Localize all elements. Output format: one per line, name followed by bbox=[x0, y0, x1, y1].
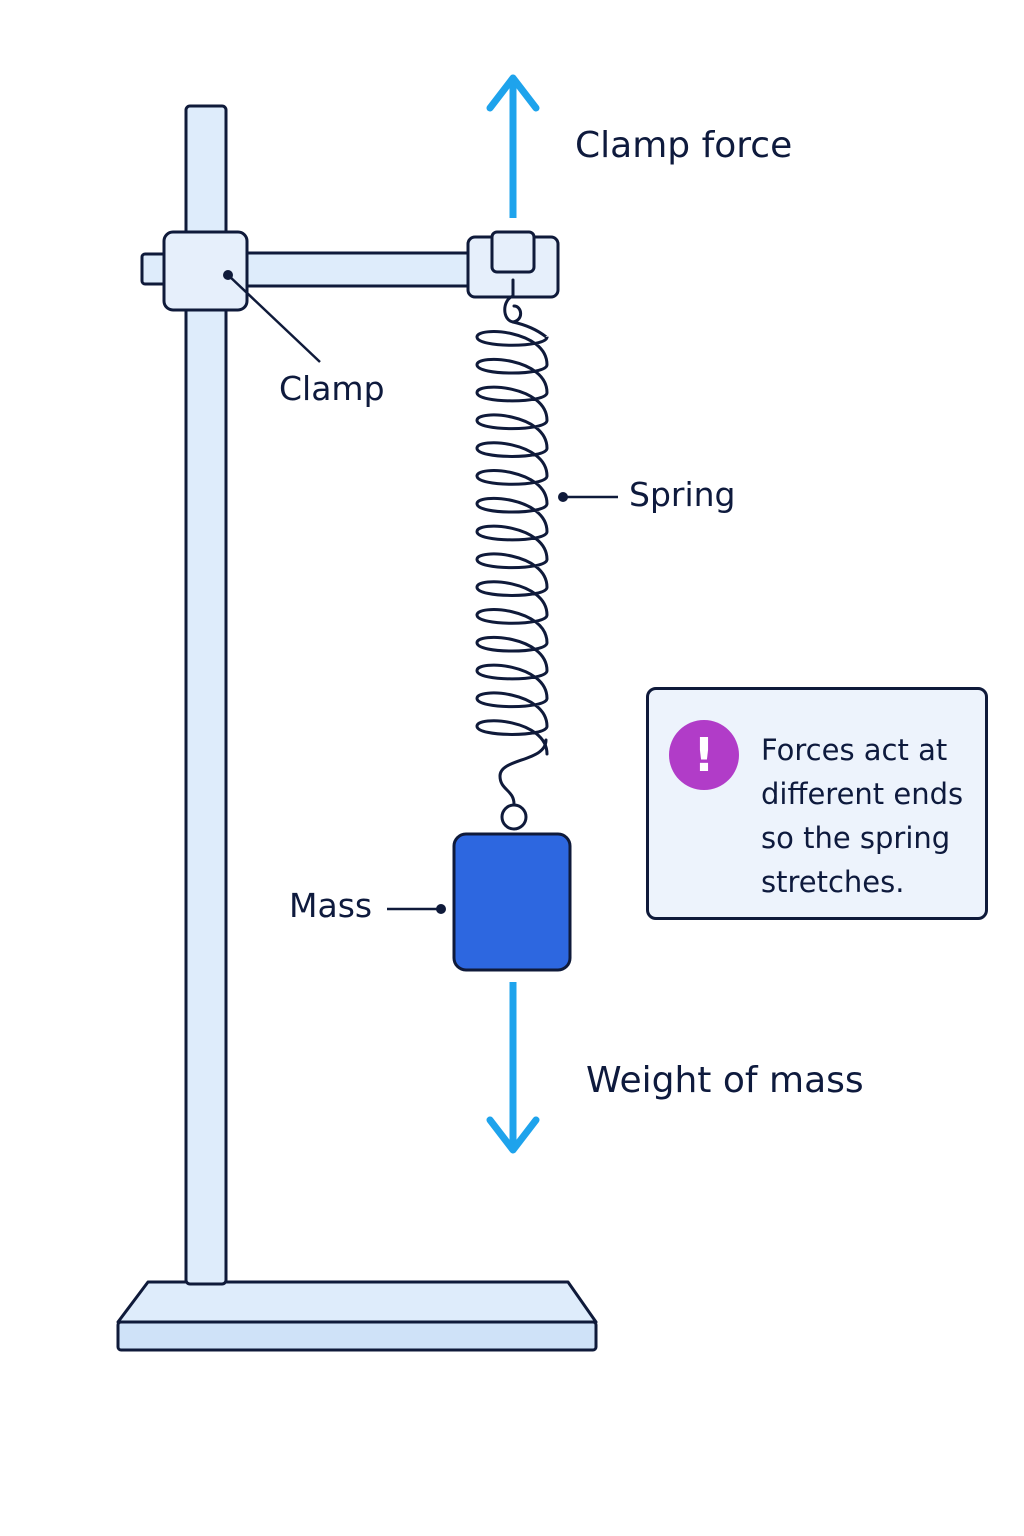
clamp-block bbox=[162, 230, 249, 312]
mass-leader bbox=[387, 904, 446, 914]
note-text: Forces act at different ends so the spri… bbox=[761, 733, 964, 899]
mass-label: Mass bbox=[289, 886, 373, 925]
clamp-leader bbox=[223, 270, 321, 363]
clamp-force-arrow bbox=[486, 74, 540, 218]
exclamation-icon: ! bbox=[669, 720, 739, 790]
note-callout: ! Forces act at different ends so the sp… bbox=[646, 687, 988, 920]
bottom-hook bbox=[498, 738, 548, 831]
spring-coil bbox=[475, 320, 549, 756]
weight-arrow bbox=[486, 982, 540, 1154]
stand-base bbox=[116, 1280, 598, 1352]
weight-of-mass-label: Weight of mass bbox=[586, 1060, 864, 1101]
clamp-force-label: Clamp force bbox=[575, 125, 793, 166]
spring-coil-path bbox=[475, 320, 549, 756]
spring-leader bbox=[558, 492, 618, 502]
stand-pole bbox=[184, 104, 228, 1286]
clamp-label: Clamp bbox=[279, 369, 385, 408]
spring-label: Spring bbox=[629, 475, 736, 514]
mass-block bbox=[452, 832, 572, 972]
